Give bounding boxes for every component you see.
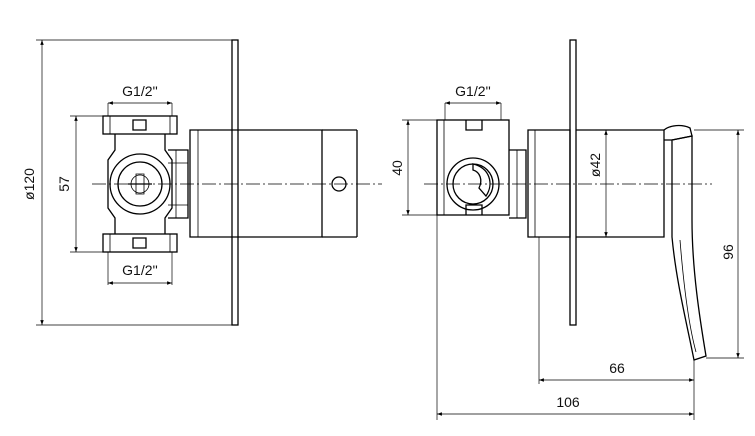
side-dim-handle-height: 96 — [694, 129, 744, 359]
front-view: G1/2'' G1/2'' ø120 57 — [21, 39, 382, 326]
dim-thread-bottom-label: G1/2'' — [122, 262, 158, 278]
side-dim-handle-depth-label: 66 — [609, 360, 625, 376]
dim-thread-top: G1/2'' — [107, 83, 173, 116]
side-dim-handle-depth: 66 — [538, 237, 695, 384]
dim-body-height-label: 57 — [56, 176, 72, 192]
side-view: G1/2'' 40 ø42 96 66 — [389, 39, 744, 420]
dim-plate-diameter: ø120 — [21, 39, 232, 326]
lever-handle — [663, 124, 707, 361]
side-dim-total-depth: 106 — [436, 215, 695, 420]
side-wall-plate — [569, 39, 577, 326]
side-dim-height: 40 — [389, 119, 437, 216]
wall-plate — [231, 39, 239, 326]
cylinder-body — [189, 129, 358, 238]
side-dim-height-label: 40 — [389, 160, 405, 176]
side-valve-body — [436, 119, 527, 219]
dim-body-height: 57 — [56, 115, 103, 253]
side-dim-thread: G1/2'' — [444, 83, 502, 120]
dim-thread-top-label: G1/2'' — [122, 83, 158, 99]
side-dim-body-diameter-label: ø42 — [587, 153, 603, 177]
dim-plate-diameter-label: ø120 — [21, 168, 37, 200]
dim-thread-bottom: G1/2'' — [107, 252, 173, 285]
side-dim-body-diameter: ø42 — [587, 130, 608, 237]
side-dim-total-depth-label: 106 — [556, 394, 580, 410]
side-dim-thread-label: G1/2'' — [455, 83, 491, 99]
side-cylinder-body — [527, 129, 665, 238]
side-dim-handle-height-label: 96 — [720, 244, 736, 260]
